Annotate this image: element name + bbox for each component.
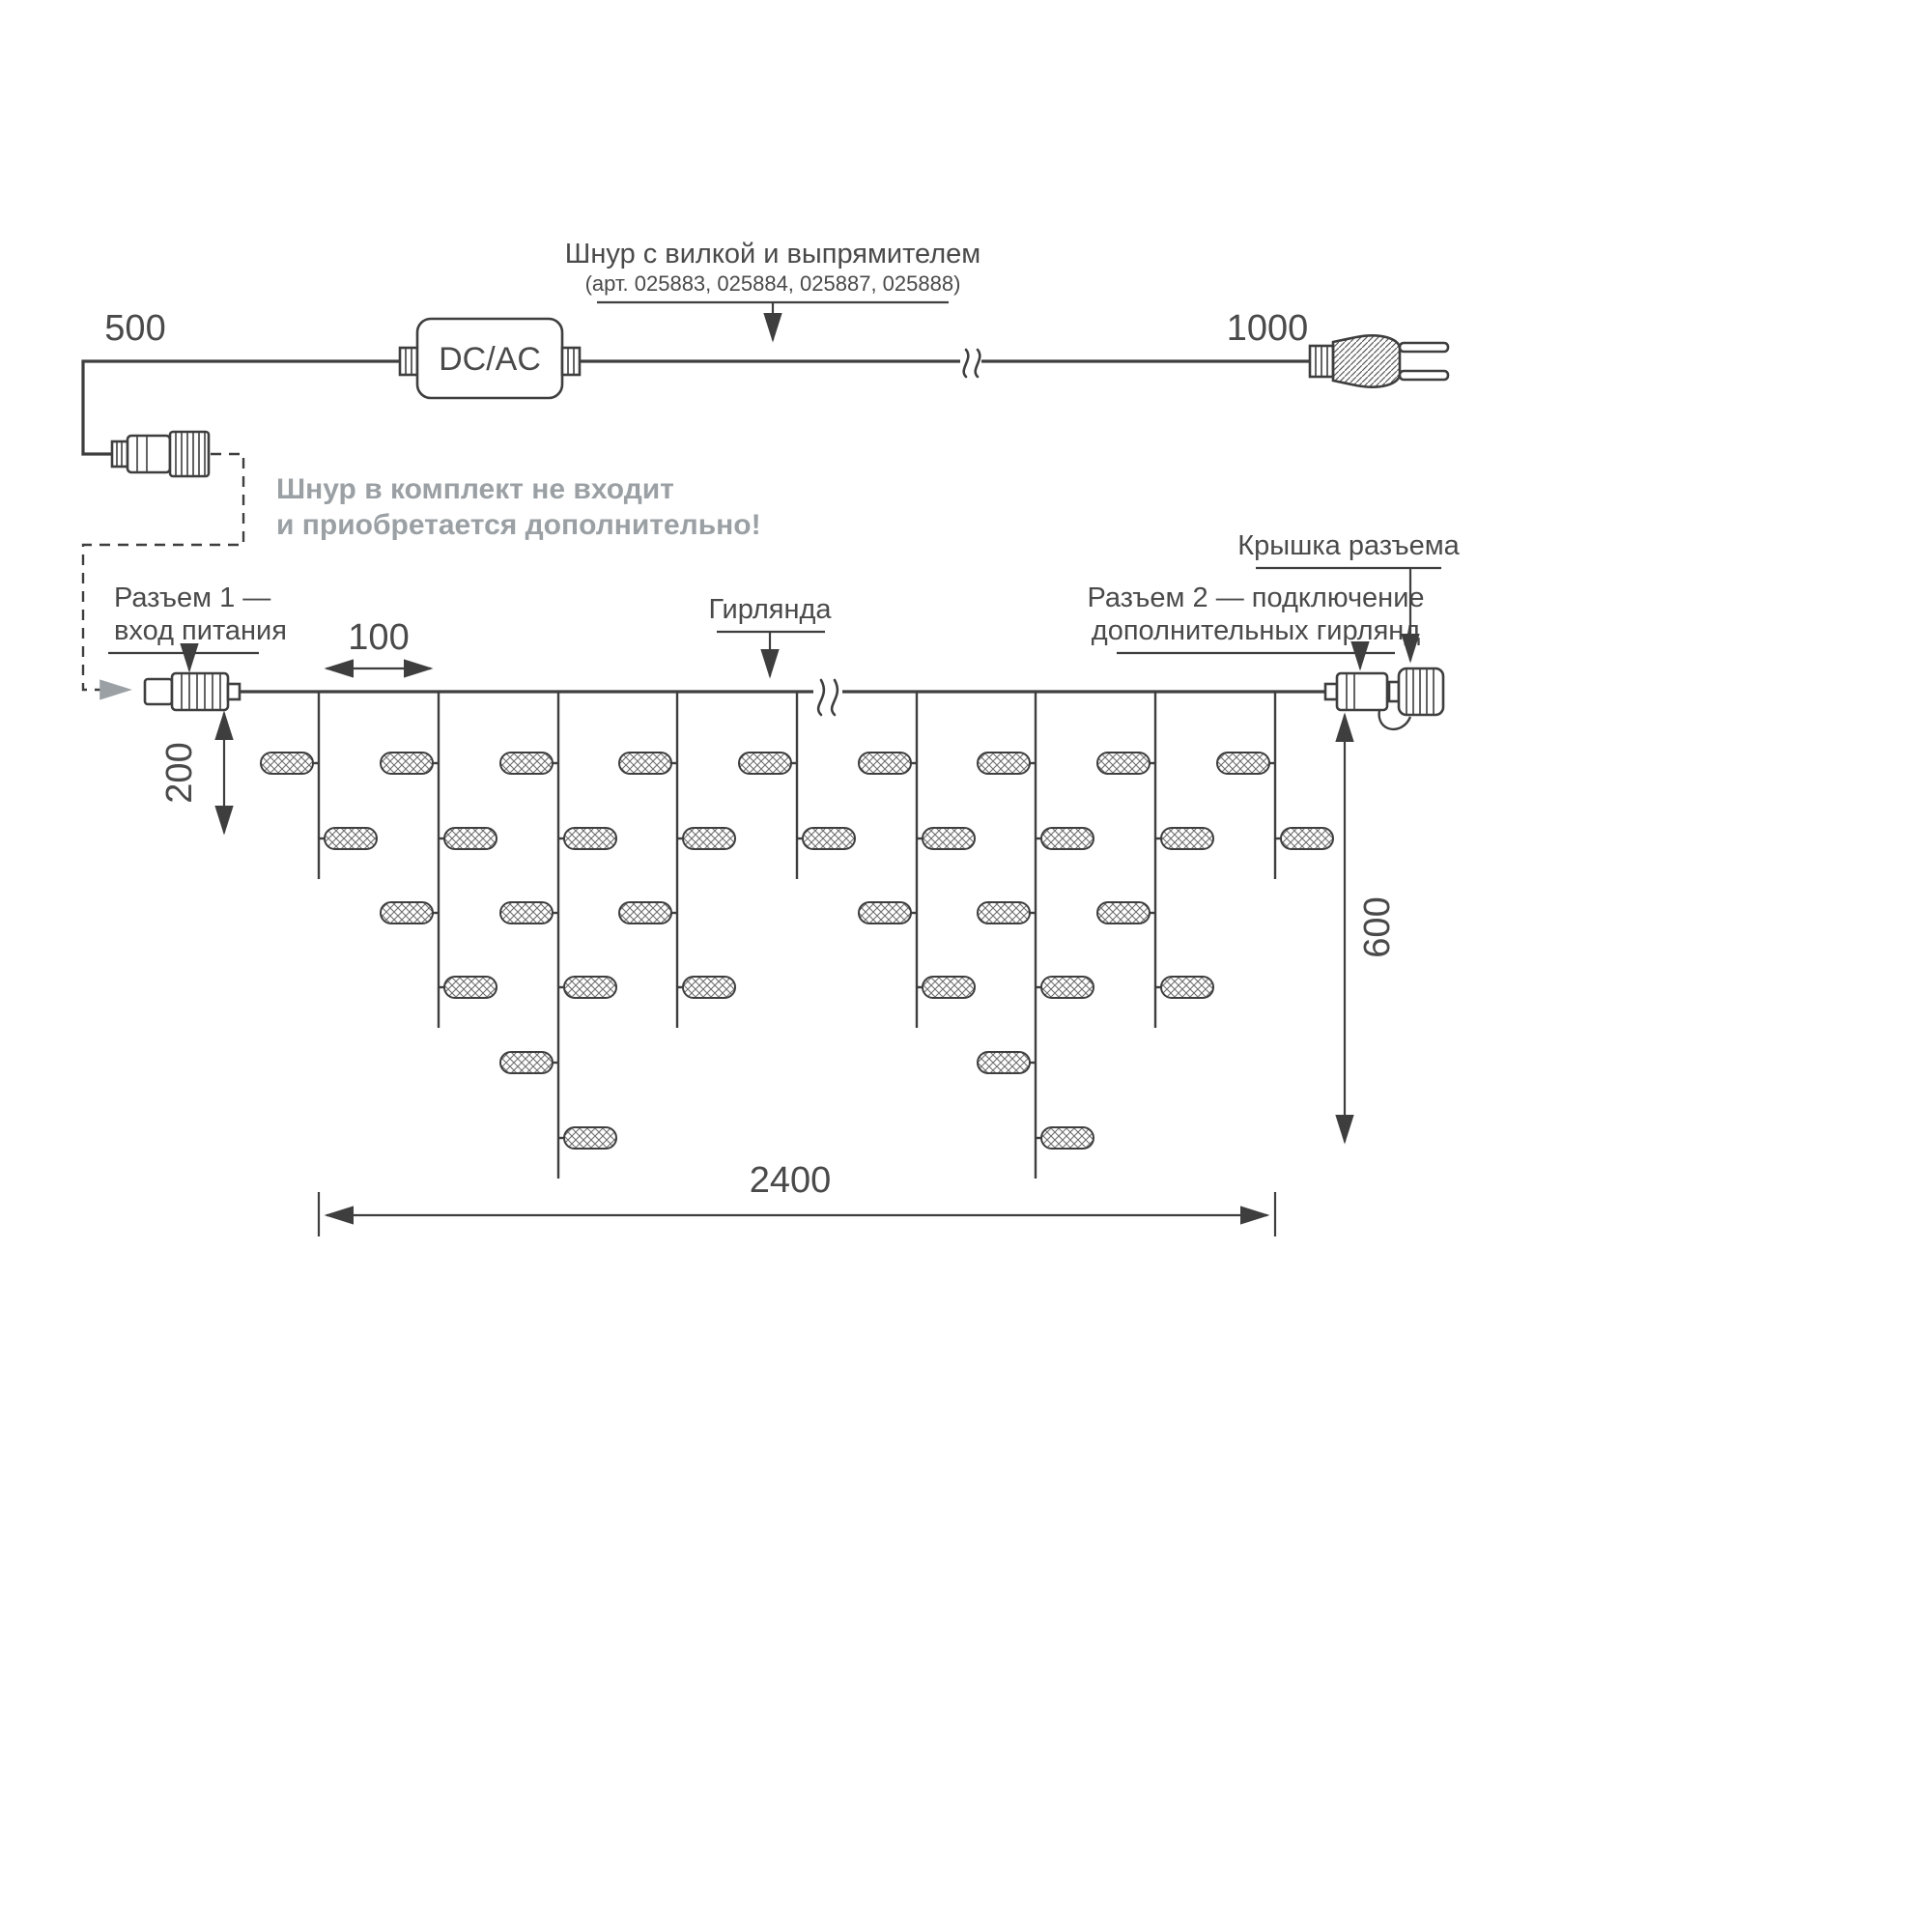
garland-callout: Гирлянда (708, 594, 832, 679)
led-bulb (858, 901, 912, 924)
cord-subtitle: (арт. 025883, 025884, 025887, 025888) (585, 271, 961, 296)
connector2-icon (1323, 671, 1389, 712)
led-bulb (618, 752, 672, 775)
converter-terminal-right (560, 346, 582, 377)
led-bulb (563, 1126, 617, 1150)
led-bulb (324, 827, 378, 850)
garland-drops (260, 692, 1334, 1179)
led-bulb (1040, 827, 1094, 850)
led-bulb (380, 901, 434, 924)
cord-title: Шнур с вилкой и выпрямителем (565, 239, 980, 270)
led-bulb (1040, 1126, 1094, 1150)
garland-label: Гирлянда (708, 594, 832, 625)
led-bulb (499, 1051, 554, 1074)
connector2-label-line1: Разъем 2 — подключение (1087, 582, 1424, 613)
connector1-label-line2: вход питания (114, 615, 287, 646)
cord-connector-icon (110, 430, 211, 478)
dimension-100-label: 100 (348, 617, 409, 658)
led-bulb (738, 752, 792, 775)
led-bulb (1096, 752, 1151, 775)
led-bulb (443, 827, 497, 850)
dimension-100: 100 (324, 617, 434, 678)
led-bulb (563, 827, 617, 850)
led-bulb (563, 976, 617, 999)
converter-terminal-left (398, 346, 419, 377)
led-bulb (802, 827, 856, 850)
led-bulb (977, 1051, 1031, 1074)
dimension-600: 600 (1335, 712, 1398, 1145)
dimension-600-label: 600 (1357, 896, 1398, 957)
led-bulb (499, 752, 554, 775)
dimension-200: 200 (159, 710, 234, 836)
cord-wire-left (81, 359, 400, 456)
led-bulb (499, 901, 554, 924)
cord-callout: Шнур с вилкой и выпрямителем (арт. 02588… (565, 239, 980, 343)
led-bulb (443, 976, 497, 999)
led-bulb (1216, 752, 1270, 775)
cap-loop-wire (1378, 709, 1412, 731)
dimension-2400: 2400 (317, 1160, 1277, 1236)
led-bulb (1040, 976, 1094, 999)
note-line2: и приобретается дополнительно! (276, 509, 761, 541)
connector2-callout: Разъем 2 — подключение дополнительных ги… (1087, 582, 1425, 671)
led-bulb (977, 901, 1031, 924)
led-bulb (1160, 827, 1214, 850)
dashed-connection-path (81, 452, 245, 700)
connector1-icon (143, 671, 242, 712)
led-bulb (380, 752, 434, 775)
led-bulb (922, 976, 976, 999)
led-bulb (1160, 976, 1214, 999)
cord-break-icon (962, 348, 981, 379)
note-line1: Шнур в комплект не входит (276, 473, 674, 505)
cap-label: Крышка разъема (1237, 530, 1460, 561)
led-bulb (1096, 901, 1151, 924)
converter-label: DC/AC (439, 341, 541, 378)
led-bulb (682, 827, 736, 850)
cord-left-length-label: 500 (104, 308, 165, 349)
connector1-callout: Разъем 1 — вход питания (108, 582, 287, 673)
led-bulb (618, 901, 672, 924)
plug-pin-top (1398, 341, 1450, 354)
cord-right-length-label: 1000 (1227, 308, 1309, 349)
led-bulb (922, 827, 976, 850)
led-bulb (1280, 827, 1334, 850)
dc-ac-converter: DC/AC (398, 317, 582, 400)
led-bulb (260, 752, 314, 775)
led-bulb (682, 976, 736, 999)
connector1-label-line1: Разъем 1 — (114, 582, 270, 613)
dimension-2400-label: 2400 (750, 1160, 832, 1201)
led-bulb (858, 752, 912, 775)
power-cord-assembly: 500 DC/AC 1000 (81, 239, 1450, 478)
led-bulb (977, 752, 1031, 775)
power-plug-icon (1308, 334, 1450, 388)
plug-pin-bottom (1398, 369, 1450, 382)
garland-break-icon (816, 678, 839, 717)
cap-callout: Крышка разъема (1237, 530, 1461, 664)
connector-cap-icon (1378, 667, 1445, 731)
connector2-label-line2: дополнительных гирлянд (1092, 615, 1421, 646)
dimension-200-label: 200 (159, 742, 200, 803)
